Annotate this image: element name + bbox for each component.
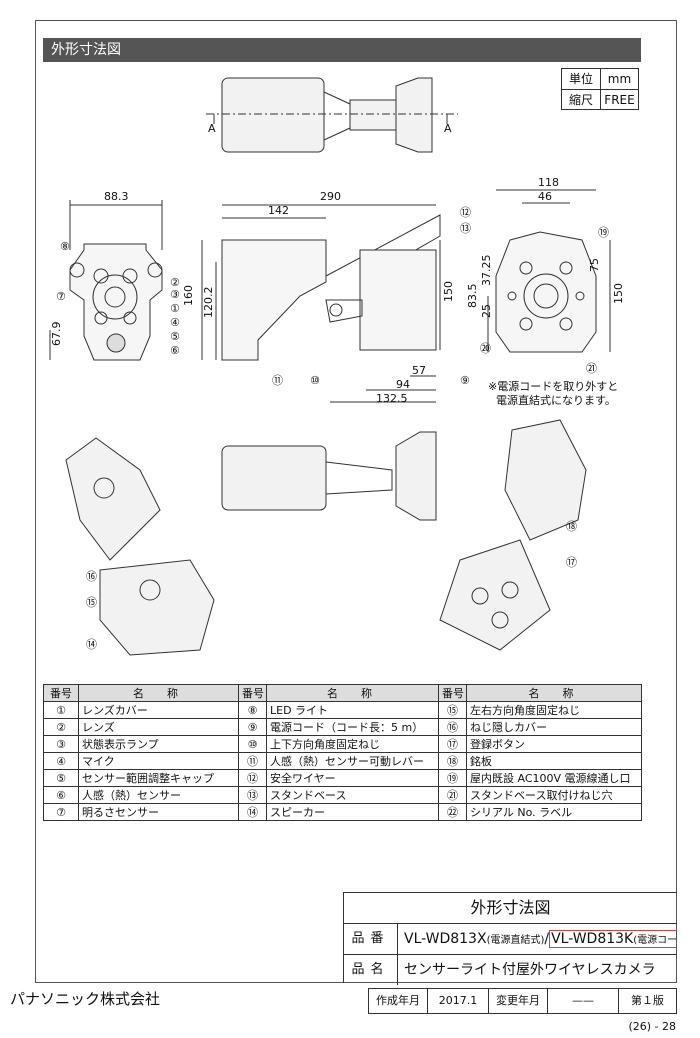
dim-25: 25 <box>480 304 493 318</box>
callout-3: ③ <box>170 288 180 301</box>
scale-value: FREE <box>604 93 635 107</box>
created-value: 2017.1 <box>428 989 489 1013</box>
dim-150-side: 150 <box>442 281 455 302</box>
changed-value: —— <box>548 989 619 1013</box>
callout-10: ⑩ <box>310 374 320 387</box>
dim-37-25: 37.25 <box>480 255 493 287</box>
callout-20: ⑳ <box>480 342 491 355</box>
perspective-view-side <box>221 431 437 521</box>
callout-11: ⑪ <box>272 374 283 387</box>
model-b-highlight: VL-WD813K(電源コード式) <box>549 930 677 948</box>
product-name-row: 品名 センサーライト付屋外ワイヤレスカメラ <box>344 955 677 985</box>
dim-88-3: 88.3 <box>104 190 129 203</box>
callout-19: ⑲ <box>598 226 609 239</box>
dim-75: 75 <box>588 258 601 272</box>
page-number: (26) - 28 <box>628 1020 676 1033</box>
model-value: VL-WD813X(電源直結式)/VL-WD813K(電源コード式) <box>398 924 677 954</box>
dim-132-5: 132.5 <box>376 392 408 405</box>
callout-18: ⑱ <box>566 520 577 533</box>
model-row: 品番 VL-WD813X(電源直結式)/VL-WD813K(電源コード式) <box>344 924 677 955</box>
dim-118: 118 <box>538 176 559 189</box>
technical-drawing: A A 88.3 290 142 118 46 160 120.2 67.9 1… <box>49 77 625 656</box>
dim-290: 290 <box>320 190 341 203</box>
perspective-view-front <box>65 437 215 656</box>
front-view <box>49 200 163 361</box>
dim-83-5: 83.5 <box>466 284 479 309</box>
dim-46: 46 <box>538 190 552 203</box>
model-label: 品番 <box>344 924 398 954</box>
callout-12: ⑫ <box>460 206 471 219</box>
section-banner: 外形寸法図 <box>43 38 641 62</box>
callout-14: ⑭ <box>86 638 97 651</box>
unit-value: mm <box>607 72 632 86</box>
title-block: 外形寸法図 品番 VL-WD813X(電源直結式)/VL-WD813K(電源コー… <box>343 892 677 985</box>
edition: 第１版 <box>631 994 664 1007</box>
note-line-1: ※電源コードを取り外すと <box>488 379 618 393</box>
scale-label: 縮尺 <box>562 90 601 110</box>
callout-8: ⑧ <box>60 240 70 253</box>
callout-1: ① <box>170 302 180 315</box>
callout-6: ⑥ <box>170 344 180 357</box>
section-marker-right: A <box>444 122 452 135</box>
dim-94: 94 <box>396 378 410 391</box>
callout-21: ㉑ <box>586 362 597 375</box>
parts-table-header: 番号 名 称 番号 名 称 番号 名 称 <box>43 684 642 702</box>
perspective-view-rear <box>439 419 587 651</box>
section-marker-left: A <box>208 122 216 135</box>
callout-9: ⑨ <box>460 374 470 387</box>
callout-2: ② <box>170 276 180 289</box>
dim-160: 160 <box>182 285 195 306</box>
callout-17: ⑰ <box>566 556 577 569</box>
company-name: パナソニック株式会社 <box>10 990 161 1008</box>
created-label: 作成年月 <box>369 989 428 1013</box>
dim-57: 57 <box>412 364 426 377</box>
dim-120-2: 120.2 <box>202 287 215 319</box>
dim-150-rear: 150 <box>612 283 625 304</box>
side-view <box>201 204 441 403</box>
callout-13: ⑬ <box>460 222 471 235</box>
dim-67-9: 67.9 <box>50 322 63 347</box>
unit-label: 単位 <box>562 69 601 89</box>
callout-7: ⑦ <box>56 290 66 303</box>
dim-142: 142 <box>268 204 289 217</box>
drawing-frame <box>35 20 677 983</box>
callout-5: ⑤ <box>170 330 180 343</box>
changed-label: 変更年月 <box>489 989 548 1013</box>
note-line-2: 電源直結式になります。 <box>496 393 616 407</box>
top-view-camera <box>206 77 458 153</box>
name-value: センサーライト付屋外ワイヤレスカメラ <box>404 962 656 978</box>
rear-view <box>487 189 611 353</box>
callout-15: ⑮ <box>86 596 97 609</box>
callout-16: ⑯ <box>86 570 97 583</box>
revision-row: 作成年月 2017.1 変更年月 —— 第１版 <box>368 988 677 1014</box>
title-block-title: 外形寸法図 <box>344 893 677 924</box>
callout-4: ④ <box>170 316 180 329</box>
name-label: 品名 <box>344 955 398 985</box>
